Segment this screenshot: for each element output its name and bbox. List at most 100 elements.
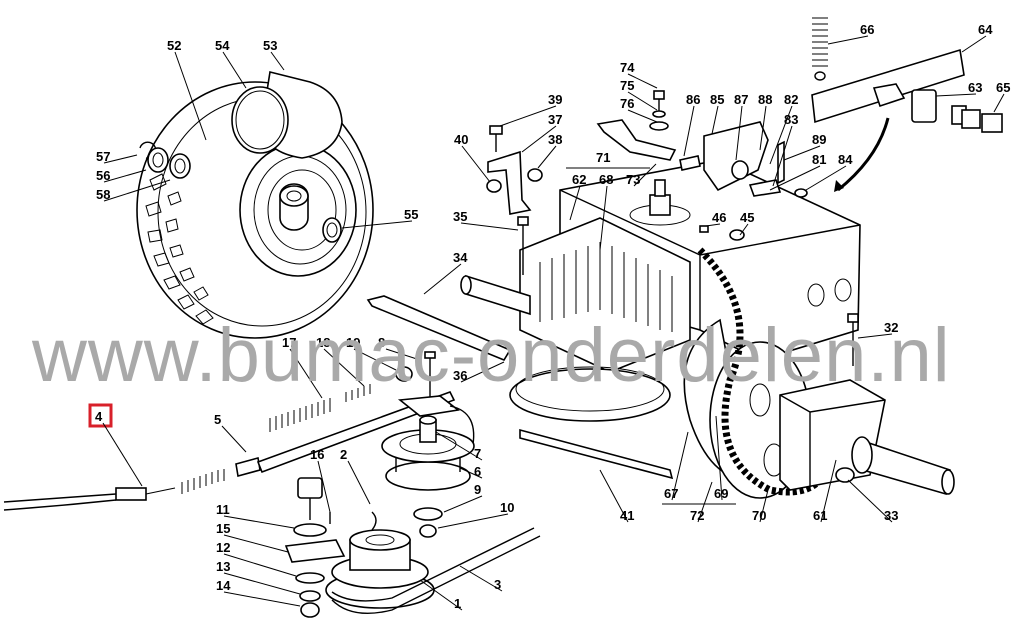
label-56[interactable]: 56: [96, 168, 110, 183]
label-2[interactable]: 2: [340, 447, 347, 462]
spring-18[interactable]: [345, 384, 371, 402]
label-87[interactable]: 87: [734, 92, 748, 107]
label-64[interactable]: 64: [978, 22, 993, 37]
idler-pulley[interactable]: [381, 415, 475, 491]
label-71[interactable]: 71: [596, 150, 610, 165]
label-58[interactable]: 58: [96, 187, 110, 202]
label-32[interactable]: 32: [884, 320, 898, 335]
main-pulley[interactable]: [325, 529, 435, 609]
label-33[interactable]: 33: [884, 508, 898, 523]
label-89[interactable]: 89: [812, 132, 826, 147]
spring-66[interactable]: [812, 17, 828, 81]
screw-46[interactable]: [699, 225, 709, 233]
label-85[interactable]: 85: [710, 92, 724, 107]
v-belt[interactable]: [331, 527, 541, 615]
washer-9[interactable]: [413, 507, 443, 521]
nut-33[interactable]: [835, 467, 855, 483]
rear-wheel[interactable]: [136, 71, 374, 339]
washer-12[interactable]: [295, 572, 325, 584]
label-65[interactable]: 65: [996, 80, 1010, 95]
label-40[interactable]: 40: [454, 132, 468, 147]
label-41[interactable]: 41: [620, 508, 634, 523]
bolt-35[interactable]: [517, 216, 529, 275]
washer-11[interactable]: [293, 523, 327, 537]
bracket-89[interactable]: [777, 140, 785, 185]
label-4[interactable]: 4: [95, 409, 103, 424]
drive-chain[interactable]: [697, 247, 834, 496]
label-3[interactable]: 3: [494, 577, 501, 592]
label-53[interactable]: 53: [263, 38, 277, 53]
nut-14[interactable]: [300, 602, 320, 618]
label-35[interactable]: 35: [453, 209, 467, 224]
label-36[interactable]: 36: [453, 368, 467, 383]
label-19[interactable]: 19: [346, 335, 360, 350]
label-10[interactable]: 10: [500, 500, 514, 515]
label-54[interactable]: 54: [215, 38, 230, 53]
label-52[interactable]: 52: [167, 38, 181, 53]
label-75[interactable]: 75: [620, 78, 634, 93]
label-72[interactable]: 72: [690, 508, 704, 523]
label-55[interactable]: 55: [404, 207, 418, 222]
label-18[interactable]: 18: [316, 335, 330, 350]
label-37[interactable]: 37: [548, 112, 562, 127]
label-61[interactable]: 61: [813, 508, 827, 523]
plate-15[interactable]: [284, 539, 346, 563]
label-12[interactable]: 12: [216, 540, 230, 555]
label-46[interactable]: 46: [712, 210, 726, 225]
label-39[interactable]: 39: [548, 92, 562, 107]
label-88[interactable]: 88: [758, 92, 772, 107]
bolt-74[interactable]: [653, 90, 665, 112]
label-74[interactable]: 74: [620, 60, 635, 75]
label-70[interactable]: 70: [752, 508, 766, 523]
label-8[interactable]: 8: [378, 335, 385, 350]
label-34[interactable]: 34: [453, 250, 468, 265]
label-73[interactable]: 73: [626, 172, 640, 187]
spring-17[interactable]: [269, 398, 331, 432]
plate-81[interactable]: [748, 179, 782, 197]
lever-5[interactable]: [235, 391, 456, 520]
worm-gear-63[interactable]: [872, 83, 937, 123]
bracket-37[interactable]: [487, 150, 532, 215]
label-83[interactable]: 83: [784, 112, 798, 127]
drive-pulley-plate[interactable]: [509, 366, 671, 422]
label-16[interactable]: 16: [310, 447, 324, 462]
label-38[interactable]: 38: [548, 132, 562, 147]
label-76[interactable]: 76: [620, 96, 634, 111]
label-62[interactable]: 62: [572, 172, 586, 187]
nut-38[interactable]: [527, 168, 543, 182]
label-1[interactable]: 1: [454, 596, 461, 611]
key-2[interactable]: [371, 511, 377, 531]
blocks-65[interactable]: [951, 105, 1003, 133]
washer-76[interactable]: [649, 121, 669, 131]
plate-73[interactable]: [596, 119, 677, 161]
label-86[interactable]: 86: [686, 92, 700, 107]
control-cable[interactable]: [3, 469, 225, 511]
label-63[interactable]: 63: [968, 80, 982, 95]
label-82[interactable]: 82: [784, 92, 798, 107]
rod-34[interactable]: [366, 295, 512, 362]
label-15[interactable]: 15: [216, 521, 230, 536]
label-66[interactable]: 66: [860, 22, 874, 37]
label-14[interactable]: 14: [216, 578, 231, 593]
nut-10[interactable]: [419, 524, 437, 538]
label-84[interactable]: 84: [838, 152, 853, 167]
nut-84[interactable]: [794, 188, 808, 198]
label-17[interactable]: 17: [282, 335, 296, 350]
label-67[interactable]: 67: [664, 486, 678, 501]
label-9[interactable]: 9: [474, 482, 481, 497]
gearbox[interactable]: [779, 379, 955, 496]
pivot-bolt-8[interactable]: [397, 351, 475, 451]
hook-19[interactable]: [395, 366, 413, 382]
label-5[interactable]: 5: [214, 412, 221, 427]
label-6[interactable]: 6: [474, 464, 481, 479]
nut-45[interactable]: [729, 229, 745, 241]
bolt-32[interactable]: [847, 313, 859, 366]
washer-13[interactable]: [299, 590, 321, 602]
label-68[interactable]: 68: [599, 172, 613, 187]
label-57[interactable]: 57: [96, 149, 110, 164]
nut-40[interactable]: [486, 179, 502, 193]
bolt-39[interactable]: [489, 125, 503, 152]
washer-75[interactable]: [652, 110, 666, 118]
label-13[interactable]: 13: [216, 559, 230, 574]
label-45[interactable]: 45: [740, 210, 754, 225]
